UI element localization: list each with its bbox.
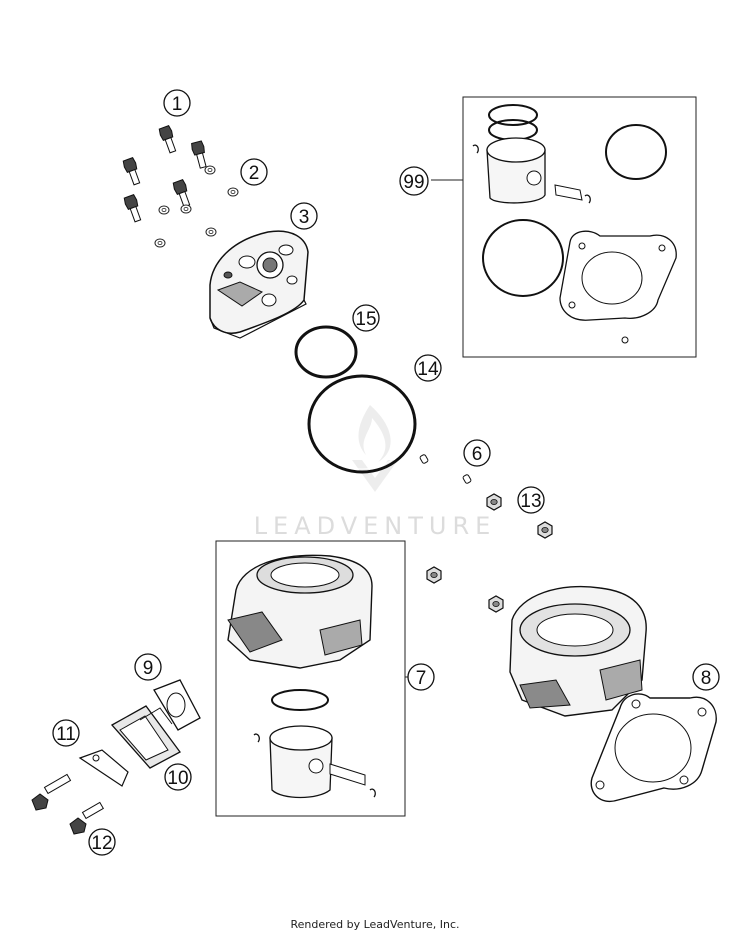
svg-text:99: 99 [403,172,424,193]
callout-13: 13 [517,486,545,514]
svg-text:7: 7 [416,668,427,689]
callout-7: 7 [407,663,435,691]
cylinder-kit-box[interactable] [215,540,420,817]
svg-text:9: 9 [143,658,154,679]
callout-8: 8 [692,663,720,691]
svg-text:12: 12 [91,833,112,854]
svg-text:15: 15 [355,309,376,330]
cylinder-head[interactable] [209,230,309,339]
svg-text:2: 2 [249,163,260,184]
callout-9: 9 [134,653,162,681]
o-ring-15[interactable] [294,325,358,379]
reed-block[interactable] [110,705,181,769]
watermark-logo [352,405,398,492]
intake-bolts[interactable] [31,773,105,835]
svg-text:8: 8 [701,668,712,689]
svg-text:10: 10 [167,768,188,789]
callout-11: 11 [52,719,80,747]
head-washers[interactable] [154,165,239,248]
svg-text:11: 11 [56,724,76,745]
watermark-text: LEADVENTURE [254,512,497,540]
footer-credit: Rendered by LeadVenture, Inc. [290,918,460,931]
callout-14: 14 [414,354,442,382]
svg-text:14: 14 [417,359,439,380]
intake-bracket[interactable] [78,749,129,787]
piston-kit-box[interactable] [431,96,697,358]
cylinder-base-gasket[interactable] [590,693,717,803]
dowel-pins[interactable] [419,454,472,484]
callout-12: 12 [88,828,116,856]
callout-2: 2 [240,158,268,186]
callout-99: 99 [399,166,429,196]
intake-gasket[interactable] [153,679,201,731]
callout-1: 1 [163,89,191,117]
callout-3: 3 [290,202,318,230]
o-ring-15-inner [298,329,354,375]
callout-15: 15 [352,304,380,332]
callout-6: 6 [463,439,491,467]
o-ring-14-inner [311,378,413,470]
cylinder[interactable] [509,585,647,717]
svg-text:6: 6 [472,444,483,465]
o-ring-14[interactable] [307,374,417,474]
callout-10: 10 [164,763,192,791]
svg-text:3: 3 [299,207,310,228]
svg-text:1: 1 [172,94,183,115]
svg-text:13: 13 [520,491,541,512]
